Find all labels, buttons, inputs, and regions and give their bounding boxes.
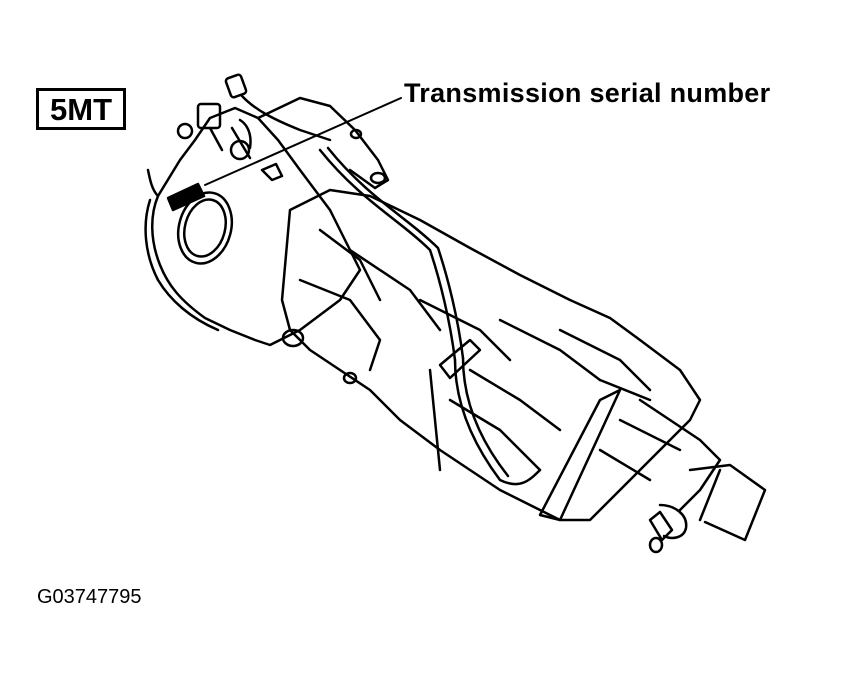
harness-clip <box>440 340 480 378</box>
sensor-bolt <box>178 124 192 138</box>
mount-hole-2 <box>351 130 361 138</box>
callout-leader-line <box>205 98 401 185</box>
bell-housing <box>152 108 360 345</box>
crossmember <box>540 390 620 520</box>
rear-case <box>640 400 720 510</box>
rib-1 <box>320 230 380 300</box>
figure-id: G03747795 <box>37 586 142 608</box>
mount-pin-end <box>650 538 662 552</box>
rib-3 <box>300 280 380 370</box>
case-top <box>258 98 388 188</box>
drain-plug <box>283 330 303 346</box>
rib-8 <box>450 400 540 470</box>
band-left <box>430 370 440 470</box>
boss <box>344 373 356 383</box>
serial-number-callout-label: Transmission serial number <box>404 78 771 108</box>
sensor-nut <box>231 141 249 159</box>
bell-housing-rim <box>146 200 218 330</box>
wire-harness-1 <box>320 150 455 360</box>
output-flange <box>700 470 720 520</box>
rear-ribs <box>600 380 680 480</box>
rib-6 <box>560 330 650 390</box>
sensor-body <box>210 120 251 158</box>
input-bore-inner <box>178 195 232 261</box>
wire-harness-2 <box>328 148 463 358</box>
output-shaft-housing <box>690 465 765 540</box>
serial-number-plate <box>168 184 204 210</box>
input-bore <box>171 186 240 269</box>
connector-top <box>225 74 247 98</box>
badge-label: 5MT <box>50 91 112 127</box>
wire-harness-4 <box>463 358 508 476</box>
rib-5 <box>500 320 600 380</box>
rib-2 <box>350 250 440 330</box>
mount-hole <box>371 173 385 183</box>
rib-7 <box>470 370 560 430</box>
wire-harness-top <box>242 96 330 140</box>
mount-pin <box>650 512 672 540</box>
wire-left <box>148 170 158 196</box>
wire-harness-3 <box>455 360 540 484</box>
transmission-type-badge: 5MT <box>36 88 126 130</box>
bracket <box>262 164 282 180</box>
mount-boss <box>660 505 686 538</box>
rib-4 <box>420 300 510 360</box>
